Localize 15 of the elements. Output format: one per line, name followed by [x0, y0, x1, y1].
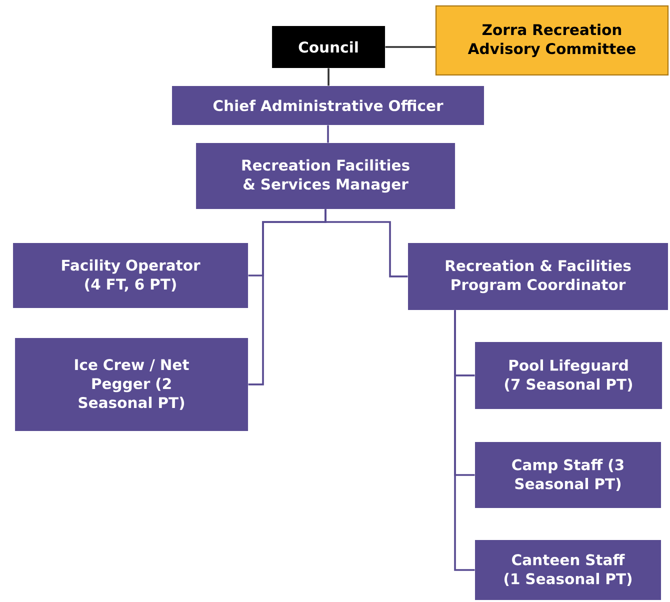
connector-line: [454, 310, 475, 571]
council-box: Council: [272, 26, 386, 68]
role-box: Facility Operator (4 FT, 6 PT): [13, 243, 248, 308]
role-box: Camp Staff (3 Seasonal PT): [475, 442, 661, 508]
connector-line: [327, 125, 329, 143]
committee-box: Zorra Recreation Advisory Committee: [435, 5, 669, 76]
role-box: Canteen Staff (1 Seasonal PT): [475, 540, 661, 600]
role-box: Ice Crew / Net Pegger (2 Seasonal PT): [15, 338, 248, 431]
connector-line: [328, 68, 330, 86]
role-box: Pool Lifeguard (7 Seasonal PT): [475, 342, 662, 409]
connector-line: [324, 209, 408, 278]
role-box: Chief Administrative Officer: [172, 86, 484, 125]
connector-line: [385, 46, 436, 48]
role-box: Recreation & Facilities Program Coordinator: [408, 242, 668, 310]
role-box: Recreation Facilities & Services Manager: [196, 143, 456, 209]
